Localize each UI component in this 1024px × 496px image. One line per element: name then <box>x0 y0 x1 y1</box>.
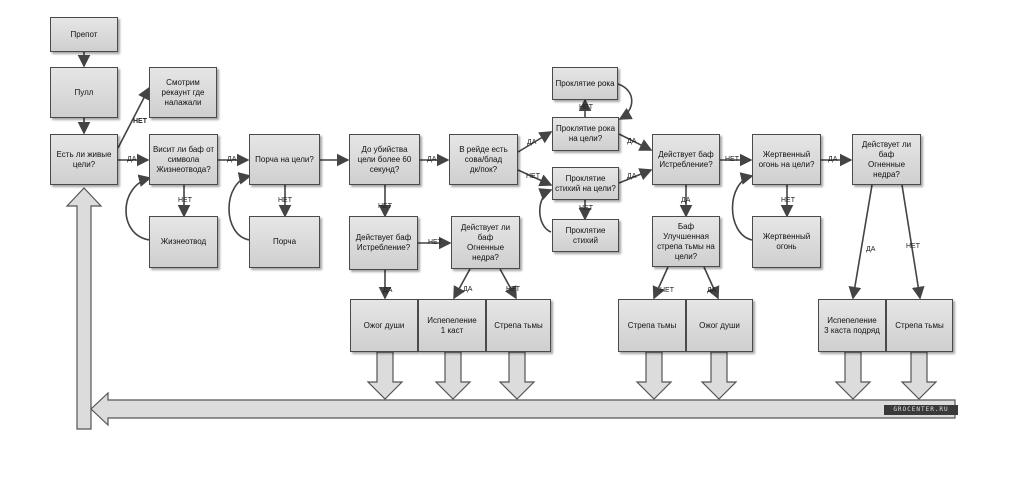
down-arrow-7 <box>900 351 938 400</box>
down-arrow-3 <box>498 351 536 400</box>
node-stih-question: Проклятие стихий на цели? <box>552 167 619 200</box>
node-kill-60: До убийства цели более 60 секунд? <box>349 134 420 185</box>
label-no-strela3: НЕТ <box>906 243 920 250</box>
label-no-ognen1: НЕТ <box>428 239 442 246</box>
label-no-zhertv: НЕТ <box>781 197 795 204</box>
label-no-stih: НЕТ <box>579 205 593 212</box>
label-yes-ispep3: ДА <box>866 246 876 253</box>
node-uluch-question: Баф Улучшенная стрепа тьмы на цели? <box>652 216 720 267</box>
edge-ognen2-strela3 <box>901 184 925 300</box>
up-arrow <box>65 187 103 430</box>
label-yes-buff: ДА <box>127 156 137 163</box>
edge-porcha-back <box>228 172 252 241</box>
node-ispep-3: Испепеление 3 каста подряд <box>818 299 886 352</box>
edge-alive-recount <box>117 86 150 149</box>
node-porcha-question: Порча на цели? <box>249 134 320 185</box>
edge-ognen1-strela1 <box>499 268 517 300</box>
node-porcha: Порча <box>249 216 320 268</box>
node-prepot: Препот <box>50 17 118 52</box>
label-no-strela2: НЕТ <box>660 287 674 294</box>
label-no-zhertvq: НЕТ <box>725 156 739 163</box>
node-recount: Смотрим рекаунт где налажали <box>149 67 217 118</box>
label-yes-ispep1: ДА <box>463 286 473 293</box>
edge-uluch-strela2 <box>652 266 669 300</box>
down-arrow-5 <box>700 351 738 400</box>
node-ozhog-1: Ожог души <box>350 299 418 352</box>
node-pull: Пулл <box>50 67 118 118</box>
node-stih: Проклятие стихий <box>552 219 619 252</box>
label-no-stihq: НЕТ <box>526 173 540 180</box>
node-zhiznеotvod: Жизнеотвод <box>149 216 218 268</box>
edge-rokq-istreb2 <box>618 133 653 151</box>
label-yes-rokq: ДА <box>527 139 537 146</box>
label-yes-uluch: ДА <box>681 197 691 204</box>
label-yes-istreb2-b: ДА <box>627 173 637 180</box>
node-istreb-question-1: Действует баф Истребление? <box>349 216 418 270</box>
label-yes-porcha: ДА <box>227 156 237 163</box>
return-arrow <box>90 391 956 427</box>
edge-stih-back <box>538 188 553 233</box>
down-arrow-6 <box>834 351 872 400</box>
down-arrow-4 <box>635 351 673 400</box>
label-no-istreb1: НЕТ <box>378 203 392 210</box>
node-buff-zhiznеotvod: Висит ли баф от символа Жизнеотвода? <box>149 134 218 185</box>
node-rok-question: Проклятие рока на цели? <box>552 117 619 151</box>
edge-ognen2-ispep3 <box>848 184 873 300</box>
edge-raid-rokq <box>517 131 553 153</box>
node-ispep-1: Испепеление 1 каст <box>418 299 486 352</box>
node-strela-2: Стрепа тьмы <box>618 299 686 352</box>
label-yes-ozhog1: ДА <box>383 287 393 294</box>
node-strela-1: Стрепа тьмы <box>486 299 551 352</box>
edge-uluch-ozhog2 <box>703 266 720 300</box>
label-no-porcha: НЕТ <box>278 197 292 204</box>
down-arrow-2 <box>434 351 472 400</box>
node-ozhog-2: Ожог души <box>686 299 753 352</box>
edge-raid-stihq <box>517 169 553 187</box>
edge-zhertv-back <box>731 172 754 241</box>
node-strela-3: Стрепа тьмы <box>886 299 953 352</box>
label-no-zhiz: НЕТ <box>178 197 192 204</box>
label-yes-istreb2-a: ДА <box>627 138 637 145</box>
node-ognen-question-2: Действует ли баф Огненные недра? <box>852 134 921 185</box>
label-no-strela1: НЕТ <box>506 286 520 293</box>
edge-stihq-istreb2 <box>618 168 653 184</box>
label-no-recount: НЕТ <box>133 118 147 125</box>
label-yes-ognen2: ДА <box>828 156 838 163</box>
down-arrow-1 <box>366 351 404 400</box>
edge-ognen1-ispep1 <box>453 268 471 300</box>
node-zhertv-question: Жертвенный огонь на цели? <box>752 134 821 185</box>
label-no-rok: НЕТ <box>579 104 593 111</box>
node-alive: Есть ли живые цели? <box>50 134 118 185</box>
node-ognen-question-1: Действует ли баф Огненные недра? <box>451 216 520 269</box>
node-istreb-question-2: Действует баф Истребление? <box>652 134 720 185</box>
label-yes-raid: ДА <box>427 156 437 163</box>
watermark: GROCENTER.RU <box>884 405 958 415</box>
label-yes-ozhog2: ДА <box>707 287 717 294</box>
edge-zhiz-back <box>125 174 152 241</box>
node-raid: В рейде есть сова/блад дк/пок? <box>449 134 518 185</box>
node-rok: Проклятие рока <box>552 67 618 100</box>
node-zhertv: Жертвенный огонь <box>752 216 821 268</box>
edge-rok-back <box>617 83 633 120</box>
